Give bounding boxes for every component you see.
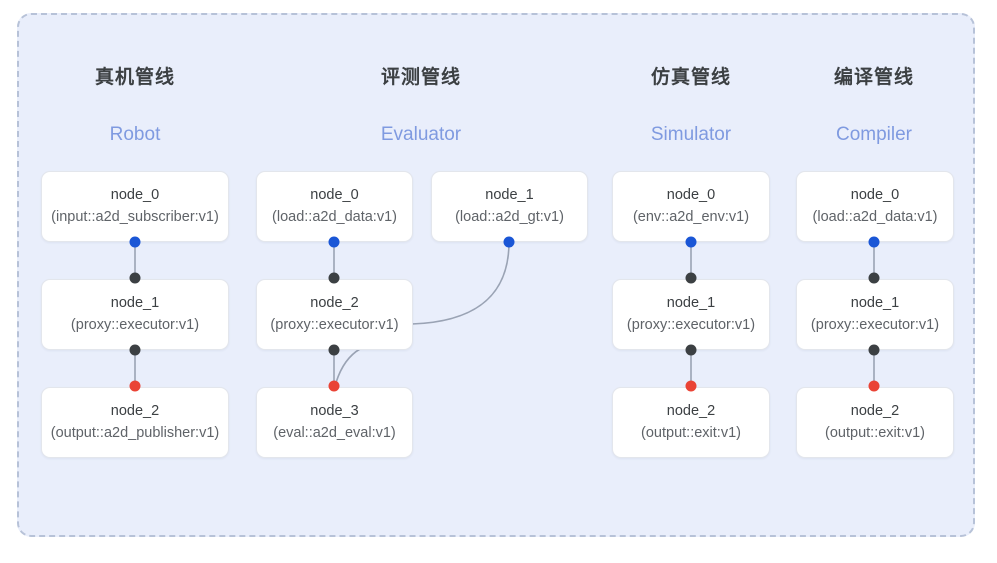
node-robot-1[interactable]: node_1 (proxy::executor:v1) [41,279,229,350]
node-spec: (eval::a2d_eval:v1) [273,424,396,441]
node-id: node_0 [666,187,716,204]
node-id: node_1 [485,187,534,204]
node-id: node_3 [310,403,359,420]
port-terminal-dot[interactable] [868,380,880,392]
port-output-dot[interactable] [868,344,880,356]
port-output-dot[interactable] [685,344,697,356]
node-robot-2[interactable]: node_2 (output::a2d_publisher:v1) [41,387,229,458]
port-output-dot[interactable] [328,344,340,356]
port-input-dot[interactable] [129,272,141,284]
node-spec: (output::exit:v1) [825,424,925,441]
node-id: node_1 [666,295,716,312]
node-id: node_2 [850,403,900,420]
node-simulator-2[interactable]: node_2 (output::exit:v1) [612,387,770,458]
port-input-dot[interactable] [685,272,697,284]
node-evaluator-3[interactable]: node_3 (eval::a2d_eval:v1) [256,387,413,458]
port-output-dot[interactable] [868,236,880,248]
node-spec: (load::a2d_gt:v1) [455,208,564,225]
node-evaluator-2[interactable]: node_2 (proxy::executor:v1) [256,279,413,350]
node-id: node_2 [110,403,160,420]
node-spec: (env::a2d_env:v1) [632,208,750,225]
node-id: node_2 [666,403,716,420]
port-terminal-dot[interactable] [328,380,340,392]
port-input-dot[interactable] [328,272,340,284]
node-spec: (output::exit:v1) [641,424,741,441]
port-output-dot[interactable] [328,236,340,248]
node-id: node_1 [850,295,900,312]
port-terminal-dot[interactable] [129,380,141,392]
port-output-dot[interactable] [503,236,515,248]
node-spec: (input::a2d_subscriber:v1) [51,208,219,225]
node-spec: (proxy::executor:v1) [70,316,200,333]
node-spec: (proxy::executor:v1) [626,316,756,333]
node-robot-0[interactable]: node_0 (input::a2d_subscriber:v1) [41,171,229,242]
node-spec: (load::a2d_data:v1) [272,208,397,225]
node-id: node_0 [110,187,160,204]
node-spec: (proxy::executor:v1) [270,316,399,333]
port-output-dot[interactable] [129,236,141,248]
port-terminal-dot[interactable] [685,380,697,392]
port-output-dot[interactable] [129,344,141,356]
port-input-dot[interactable] [868,272,880,284]
node-simulator-0[interactable]: node_0 (env::a2d_env:v1) [612,171,770,242]
node-spec: (output::a2d_publisher:v1) [50,424,220,441]
node-id: node_0 [850,187,900,204]
node-spec: (load::a2d_data:v1) [812,208,938,225]
node-id: node_1 [110,295,160,312]
node-compiler-0[interactable]: node_0 (load::a2d_data:v1) [796,171,954,242]
node-evaluator-gt[interactable]: node_1 (load::a2d_gt:v1) [431,171,588,242]
node-compiler-2[interactable]: node_2 (output::exit:v1) [796,387,954,458]
port-output-dot[interactable] [685,236,697,248]
node-evaluator-0[interactable]: node_0 (load::a2d_data:v1) [256,171,413,242]
node-simulator-1[interactable]: node_1 (proxy::executor:v1) [612,279,770,350]
node-id: node_0 [310,187,359,204]
node-spec: (proxy::executor:v1) [810,316,940,333]
node-id: node_2 [310,295,359,312]
node-compiler-1[interactable]: node_1 (proxy::executor:v1) [796,279,954,350]
pipeline-panel [17,13,975,537]
